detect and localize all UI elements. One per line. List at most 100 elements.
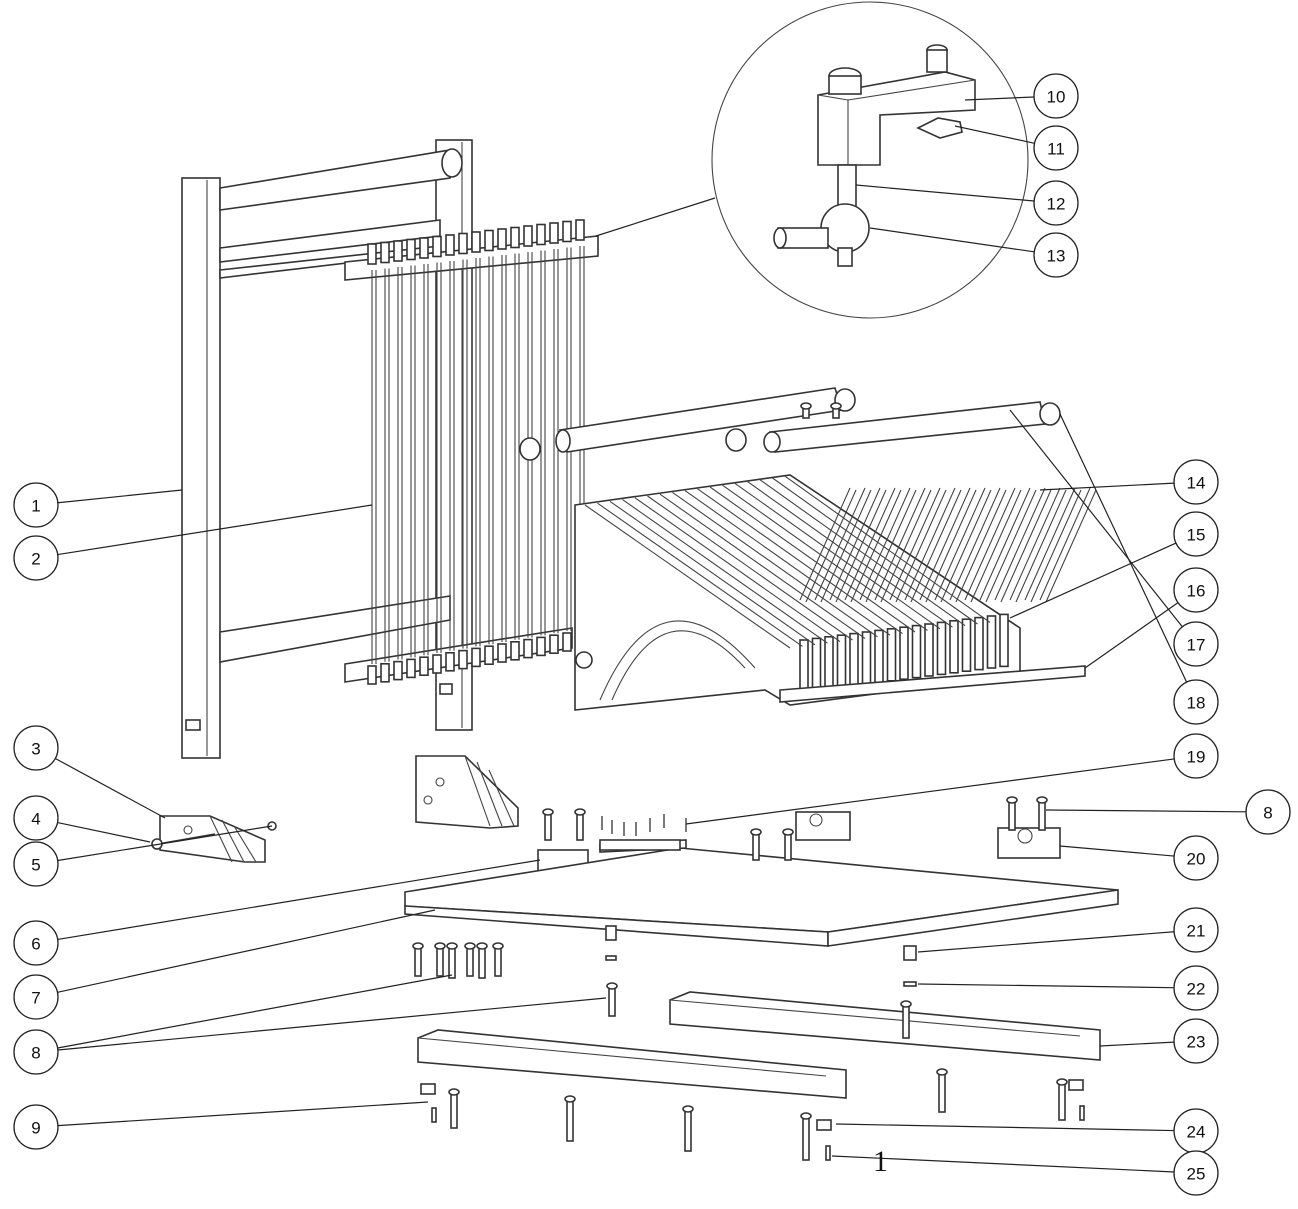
rack-tooth: [799, 639, 809, 693]
harp-peg: [393, 240, 403, 262]
callout-circle: [1173, 511, 1219, 557]
callout-c16: 16: [1173, 567, 1219, 613]
callout-number: 18: [1187, 694, 1206, 713]
callout-c19: 19: [1173, 733, 1219, 779]
callout-number: 16: [1187, 582, 1206, 601]
callout-c15: 15: [1173, 511, 1219, 557]
callout-number: 4: [31, 810, 40, 829]
comb-finger: [820, 489, 872, 603]
callout-c20: 20: [1173, 835, 1219, 881]
rack-tooth: [861, 631, 872, 685]
comb-finger: [805, 489, 857, 603]
comb-finger: [799, 487, 851, 601]
comb-finger: [1009, 487, 1061, 601]
screw-head: [682, 1105, 694, 1113]
slicing-rack: [574, 474, 1097, 711]
leader-line-c19: [685, 758, 1175, 825]
comb-finger: [925, 489, 977, 603]
rack-slat: [659, 493, 866, 639]
small-screw: [1079, 1105, 1085, 1121]
screw-head: [476, 942, 488, 950]
screw-head: [564, 1095, 576, 1103]
foot-cap: [816, 1119, 832, 1131]
comb-finger: [880, 489, 932, 603]
callout-circle: [13, 725, 59, 771]
leader-line-c7: [57, 909, 436, 993]
harp-peg: [419, 237, 429, 259]
screw: [466, 945, 474, 977]
foot-cap: [420, 1083, 436, 1095]
rollers: [519, 387, 1061, 461]
rack-tooth: [974, 616, 984, 671]
screw-head: [830, 402, 842, 410]
callout-circle: [13, 920, 59, 966]
callout-c3: 3: [13, 725, 59, 771]
callout-circle: [1173, 567, 1219, 613]
fasteners: [412, 402, 1085, 1161]
callout-circle: [1245, 789, 1291, 835]
leader-line-c20: [1059, 845, 1175, 857]
callout-circle: [1173, 1018, 1219, 1064]
rack-slat: [647, 495, 853, 641]
screw-head: [412, 942, 424, 950]
screw: [1038, 799, 1046, 831]
screw: [494, 945, 502, 977]
rack-tooth: [986, 615, 997, 669]
comb-finger: [985, 489, 1037, 603]
rack-slat: [584, 504, 791, 649]
callout-c7: 7: [13, 974, 59, 1020]
spacer: [903, 945, 917, 961]
comb-finger: [955, 489, 1007, 603]
comb-finger: [919, 487, 971, 601]
callout-number: 22: [1187, 980, 1206, 999]
comb-finger: [844, 487, 896, 601]
screw: [902, 1003, 910, 1039]
harp-peg: [458, 649, 468, 670]
leader-line-c11: [954, 125, 1035, 144]
leader-line-c18: [1059, 413, 1188, 683]
callout-number: 21: [1187, 922, 1206, 941]
comb-finger: [910, 489, 962, 603]
harp-peg: [367, 243, 377, 265]
screw-head: [782, 828, 794, 836]
harp-peg: [562, 220, 572, 243]
callout-c4: 4: [13, 795, 59, 841]
comb-finger: [1045, 489, 1097, 603]
leader-line-c4: [57, 821, 151, 843]
callout-circle: [1173, 679, 1219, 725]
callout-number: 23: [1187, 1033, 1206, 1052]
harp-peg: [549, 634, 559, 655]
screw: [784, 831, 792, 861]
harp-peg: [497, 228, 507, 250]
callout-circle: [1033, 180, 1079, 226]
rack-slat: [784, 475, 991, 623]
callout-c21: 21: [1173, 907, 1219, 953]
harp-peg: [497, 643, 507, 663]
comb-finger: [904, 487, 956, 601]
screw: [566, 1098, 574, 1142]
leader-line-c23: [1099, 1041, 1175, 1047]
comb-finger: [934, 487, 986, 601]
harp-peg: [510, 226, 520, 249]
rack-tooth: [911, 624, 922, 679]
leader-line-c8b: [57, 974, 453, 1049]
screw: [450, 1091, 458, 1129]
screw-head: [900, 1000, 912, 1008]
harp-peg: [445, 234, 455, 256]
detail-view: [595, 1, 1029, 319]
screw-head: [542, 808, 554, 816]
comb-finger: [850, 489, 902, 603]
washer: [605, 955, 617, 961]
harp-peg: [406, 238, 416, 261]
harp-peg: [549, 222, 559, 244]
comb-finger: [859, 487, 911, 601]
leader-line-c24: [835, 1123, 1175, 1132]
screw: [608, 985, 616, 1017]
callout-number: 5: [31, 856, 40, 875]
harp-peg: [484, 645, 494, 666]
comb-finger: [895, 489, 947, 603]
callout-number: 20: [1187, 850, 1206, 869]
leader-line-c5: [57, 825, 273, 862]
leader-line-c2: [57, 504, 373, 556]
